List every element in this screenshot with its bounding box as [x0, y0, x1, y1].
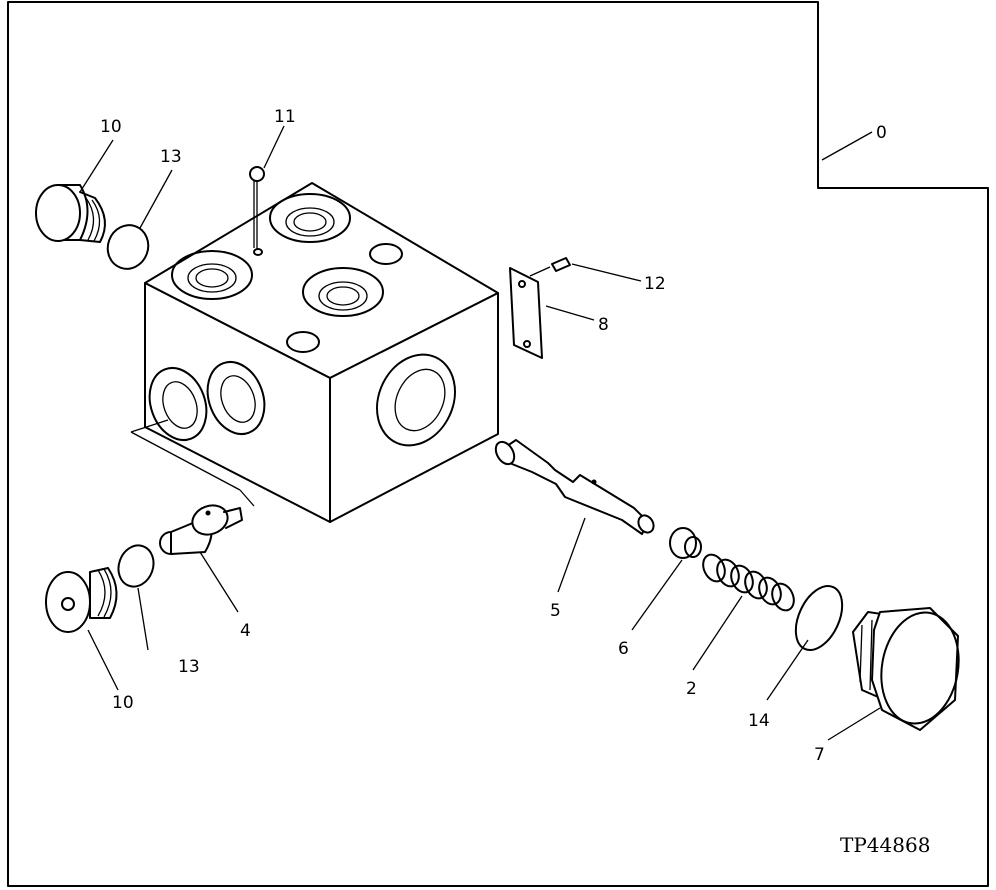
valve-block: [144, 182, 499, 523]
diagram-frame: [7, 1, 989, 887]
callout-poppet: 4: [240, 621, 251, 641]
callout-plug-large: 7: [814, 745, 825, 765]
callout-seat: 6: [618, 639, 629, 659]
callout-oring-top: 13: [160, 147, 182, 167]
callout-plug-bottom: 10: [112, 693, 134, 713]
seat-part: [669, 527, 702, 559]
callout-spring: 2: [686, 679, 697, 699]
callout-plug-top: 10: [100, 117, 122, 137]
cover-plate-part: [509, 267, 543, 359]
ball-part: [249, 166, 265, 250]
spring-part: [702, 553, 795, 612]
callout-screw: 12: [644, 274, 666, 294]
callout-oring-bottom: 13: [178, 657, 200, 677]
oring-bottom-part: [117, 544, 155, 588]
plug-bottom-part: [45, 567, 118, 633]
callout-assembly: 0: [876, 123, 887, 143]
callout-cover-plate: 8: [598, 315, 609, 335]
callout-ball: 11: [274, 107, 296, 127]
reference-code: TP44868: [840, 833, 930, 857]
screw-part: [529, 257, 571, 277]
spool-part: [494, 439, 655, 535]
callout-oring-large: 14: [748, 711, 770, 731]
plug-top-part: [35, 184, 106, 243]
poppet-part: [159, 504, 243, 555]
leader-lines: [79, 125, 881, 741]
oring-top-part: [106, 224, 150, 270]
callout-spool: 5: [550, 601, 561, 621]
oring-large-part: [794, 585, 844, 651]
plug-large-part: [852, 607, 960, 731]
